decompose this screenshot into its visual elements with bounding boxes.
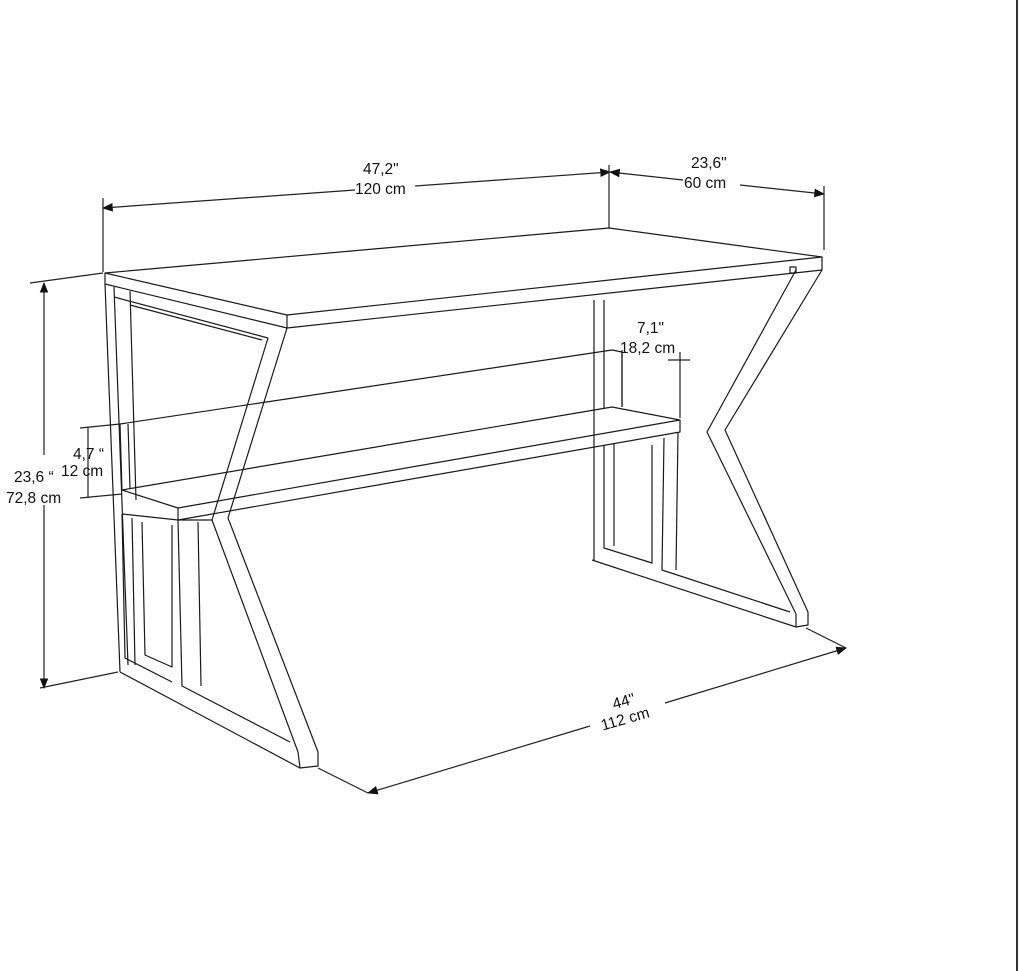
shelf-height-cm-label: 12 cm	[61, 463, 103, 480]
dimension-labels: 47,2" 120 cm 23,6" 60 cm 7,1" 18,2 cm 4,…	[6, 155, 727, 735]
depth-inches-label: 23,6"	[691, 155, 727, 172]
height-cm-label: 72,8 cm	[6, 490, 61, 507]
depth-cm-label: 60 cm	[684, 175, 726, 192]
left-leg-frame	[104, 283, 319, 769]
height-inches-label: 23,6 “	[14, 469, 54, 486]
shelf-height-inches-label: 4,7 “	[73, 446, 104, 463]
desk-top	[104, 227, 823, 329]
shelf-back-cm-label: 18,2 cm	[620, 340, 675, 357]
image-border	[1016, 0, 1018, 971]
width-inches-label: 47,2"	[363, 161, 399, 178]
shelf	[119, 349, 681, 521]
dimension-lines	[29, 165, 848, 795]
right-leg-frame	[591, 269, 823, 628]
shelf-back-inches-label: 7,1"	[637, 320, 664, 337]
width-cm-label: 120 cm	[355, 181, 406, 198]
base-length-inches-label: 44"	[611, 691, 638, 714]
